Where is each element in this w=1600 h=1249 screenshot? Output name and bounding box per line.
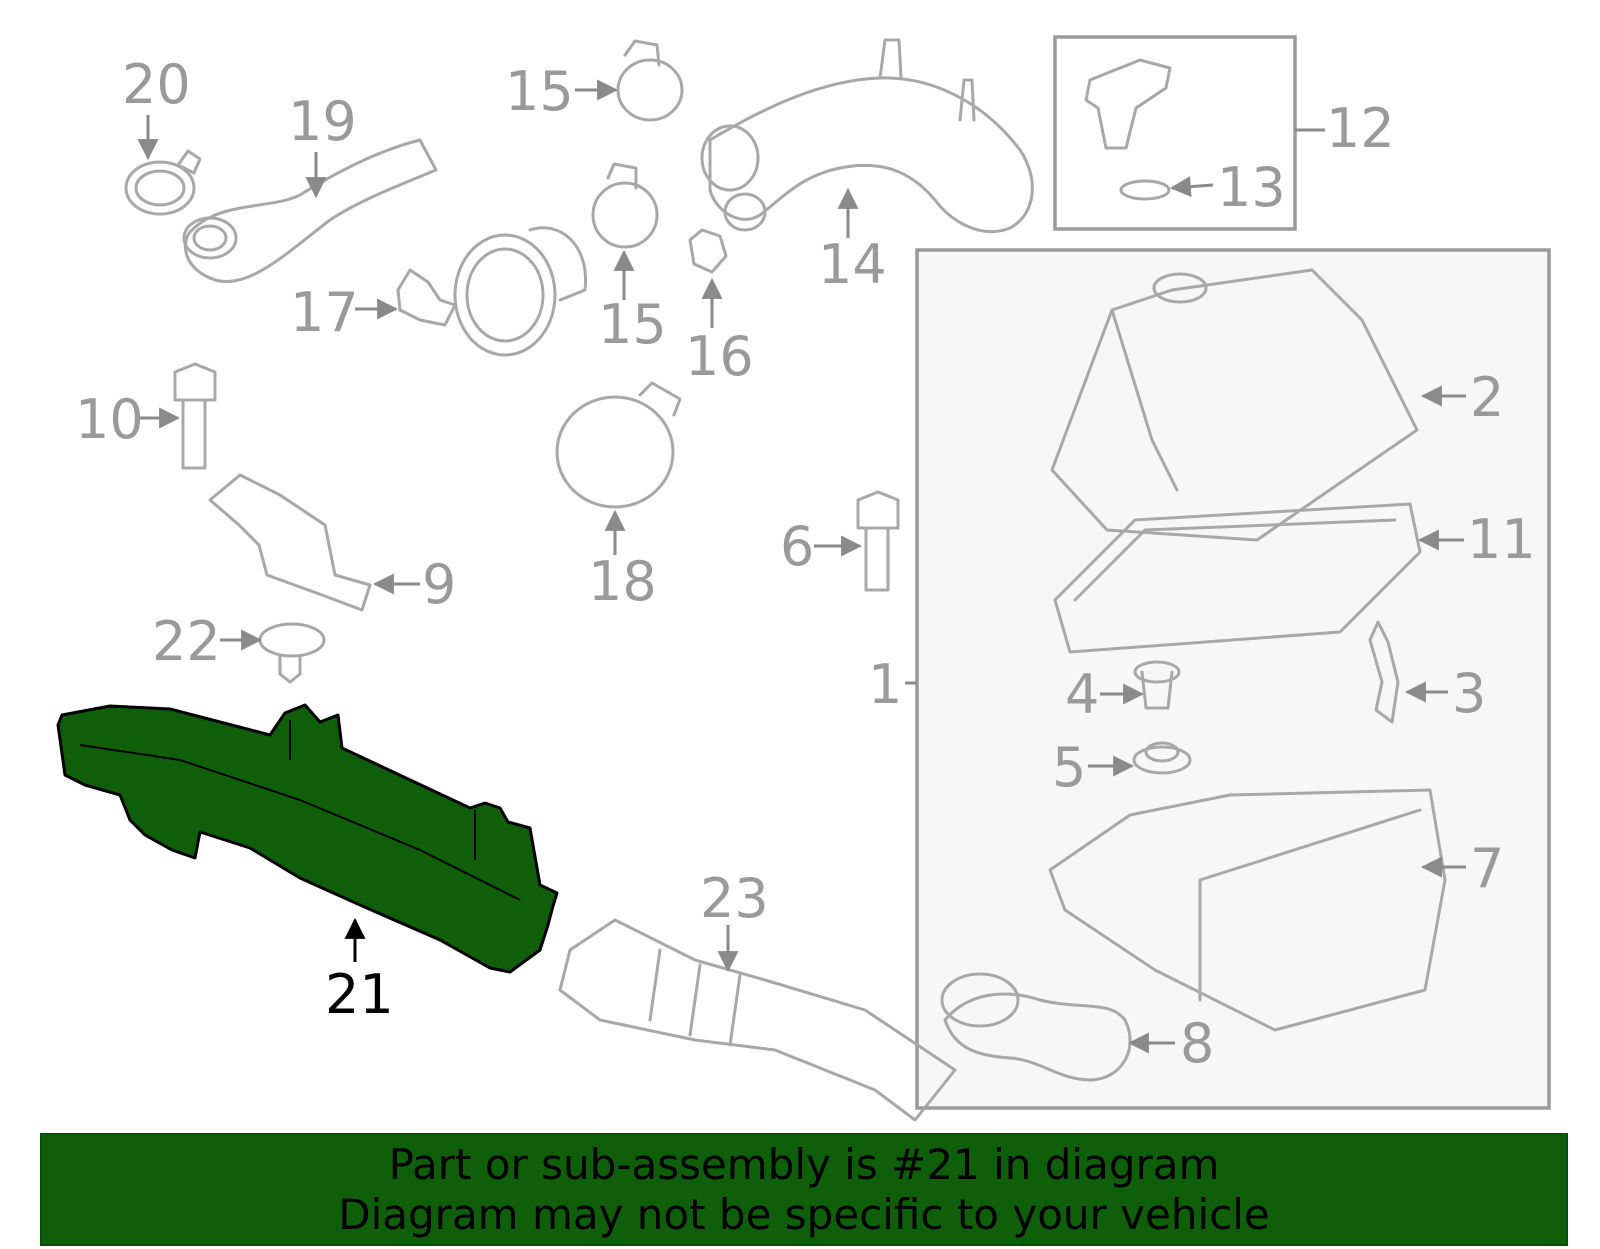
callout-12: 12 — [1326, 97, 1395, 160]
part-18-clamp[interactable] — [555, 381, 682, 509]
callout-18: 18 — [588, 550, 657, 613]
callout-6: 6 — [780, 515, 814, 578]
banner-line-1: Part or sub-assembly is #21 in diagram — [388, 1139, 1220, 1189]
callout-2: 2 — [1470, 366, 1504, 429]
part-17-connector[interactable] — [396, 226, 588, 357]
callout-4: 4 — [1065, 663, 1099, 726]
part-21-body — [56, 703, 559, 974]
part-21-air-duct-highlighted[interactable] — [56, 703, 559, 974]
part-16-clip[interactable] — [688, 228, 728, 274]
part-6-bolt[interactable] — [856, 490, 900, 592]
assembly-box-1 — [915, 248, 1551, 1110]
callout-8: 8 — [1180, 1012, 1214, 1075]
callout-23: 23 — [700, 867, 769, 930]
info-banner: Part or sub-assembly is #21 in diagram D… — [40, 1133, 1568, 1246]
part-12-sensor[interactable] — [1084, 58, 1172, 150]
callout-15a: 15 — [505, 60, 574, 123]
part-10-bolt[interactable] — [173, 362, 217, 470]
part-22-clip[interactable] — [258, 622, 326, 684]
callout-22: 22 — [152, 610, 221, 673]
part-19-hose[interactable] — [182, 138, 438, 283]
callout-13: 13 — [1217, 156, 1286, 219]
callout-14: 14 — [818, 233, 887, 296]
callout-9: 9 — [422, 553, 456, 616]
banner-line-2: Diagram may not be specific to your vehi… — [338, 1189, 1270, 1239]
callout-16: 16 — [685, 325, 754, 388]
part-20-clamp[interactable] — [124, 149, 202, 216]
callout-21: 21 — [325, 963, 394, 1026]
part-11-filter[interactable] — [1053, 502, 1422, 654]
callout-5: 5 — [1052, 736, 1086, 799]
callout-15b: 15 — [598, 293, 667, 356]
part-15-clamp-lower[interactable] — [591, 162, 659, 249]
callout-7: 7 — [1470, 837, 1504, 900]
part-23-hose[interactable] — [558, 918, 957, 1122]
arrow-13 — [1169, 176, 1214, 198]
callout-20: 20 — [122, 53, 191, 116]
part-3-clip[interactable] — [1368, 620, 1400, 724]
callout-11: 11 — [1467, 508, 1536, 571]
part-14-duct[interactable] — [700, 38, 1034, 234]
part-2-airbox-lid[interactable] — [1050, 268, 1419, 542]
callout-1: 1 — [868, 653, 902, 716]
part-7-airbox-lower[interactable] — [1048, 788, 1447, 1032]
callout-19: 19 — [288, 90, 357, 153]
part-9-bracket[interactable] — [208, 473, 372, 612]
callout-17: 17 — [290, 281, 359, 344]
callout-3: 3 — [1452, 662, 1486, 725]
part-15-clamp-top[interactable] — [616, 39, 684, 122]
part-8-elbow[interactable] — [940, 972, 1132, 1082]
part-13-gasket[interactable] — [1119, 179, 1171, 201]
callout-10: 10 — [75, 388, 144, 451]
